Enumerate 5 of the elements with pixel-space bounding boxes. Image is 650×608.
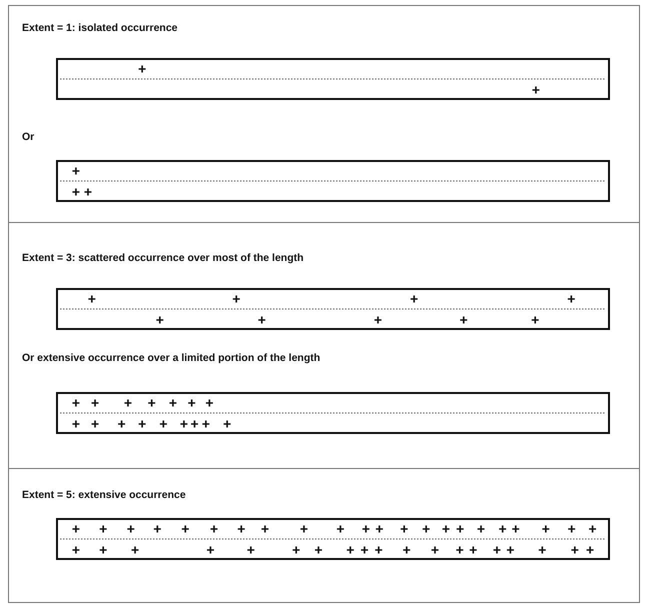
section-caption: Extent = 5: extensive occurrence bbox=[22, 489, 186, 501]
section-caption: Or bbox=[22, 131, 34, 143]
section-caption: Extent = 1: isolated occurrence bbox=[22, 22, 178, 34]
section-caption: Extent = 3: scattered occurrence over most of the length bbox=[22, 252, 304, 264]
section-caption: Or extensive occurrence over a limited portion of the length bbox=[22, 352, 320, 364]
